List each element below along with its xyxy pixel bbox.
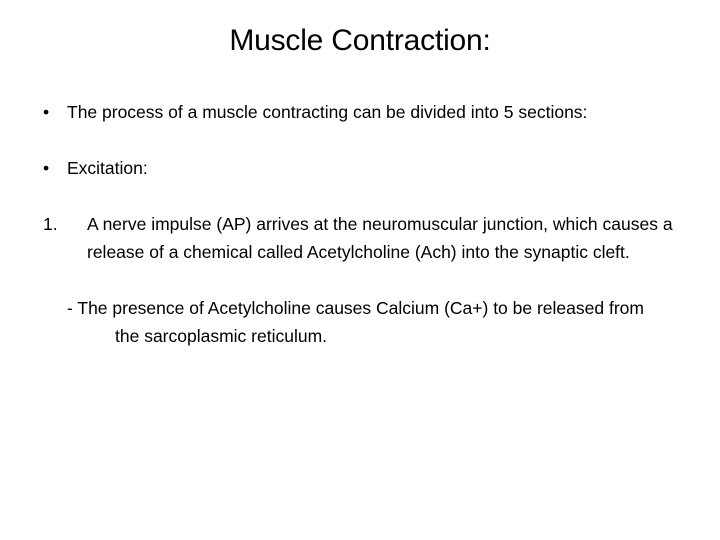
bullet-list-item-excitation: • Excitation: (0, 154, 720, 182)
spacer-two (0, 182, 720, 210)
numbered-text-nerve-impulse: A nerve impulse (AP) arrives at the neur… (87, 214, 673, 262)
bullet-list-item-process: • The process of a muscle contracting ca… (0, 98, 720, 126)
slide-title: Muscle Contraction: (229, 24, 491, 57)
dash-note-calcium-release: - The presence of Acetylcholine causes C… (67, 298, 644, 346)
spacer-one (0, 126, 720, 154)
slide-body: • The process of a muscle contracting ca… (0, 98, 720, 350)
bullet-text-process: The process of a muscle contracting can … (67, 102, 588, 122)
bullet-text-excitation: Excitation: (67, 158, 148, 178)
spacer-three (0, 266, 720, 294)
numbered-list-item-nerve-impulse: 1. A nerve impulse (AP) arrives at the n… (0, 210, 720, 266)
bullet-marker-icon: • (43, 158, 50, 178)
bullet-marker-icon: • (43, 102, 50, 122)
list-number-marker: 1. (43, 214, 58, 234)
